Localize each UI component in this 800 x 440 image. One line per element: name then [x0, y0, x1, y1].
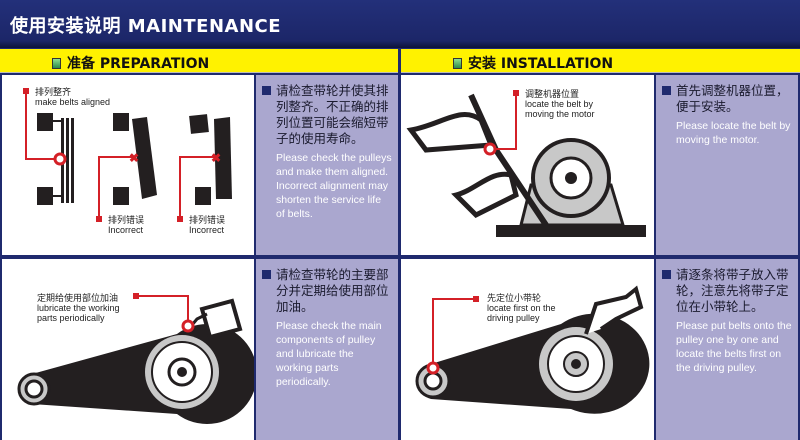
- installation-title: 安装 INSTALLATION: [468, 56, 614, 72]
- green-square-icon: [453, 57, 462, 69]
- preparation-title: 准备 PREPARATION: [67, 56, 210, 72]
- motor-positioning-drawing: [406, 90, 646, 237]
- lubrication-drawing: [17, 293, 254, 424]
- header-banner: 使用安装说明 MAINTENANCE: [0, 0, 800, 48]
- svg-text:✖: ✖: [211, 151, 221, 165]
- lubrication-instructions: 请检查带轮的主要部分并定期给使用部位加油。 Please check the m…: [256, 259, 398, 440]
- motor-instructions: 首先调整机器位置，便于安装。 Please locate the belt by…: [656, 75, 798, 255]
- green-square-icon: [52, 57, 61, 69]
- pulley-alignment-drawing: ✖ ✖: [23, 88, 232, 222]
- belt-installation-drawing: [415, 285, 650, 414]
- installation-header: 安装 INSTALLATION: [401, 49, 800, 73]
- svg-text:✖: ✖: [129, 151, 139, 165]
- alignment-instructions: 请检查带轮并使其排列整齐。不正确的排列位置可能会缩短带子的使用寿命。 Pleas…: [256, 75, 398, 255]
- preparation-header: 准备 PREPARATION: [0, 49, 398, 73]
- page-title: 使用安装说明 MAINTENANCE: [10, 16, 282, 37]
- belt-installation-instructions: 请逐条将带子放入带轮，注意先将带子定位在小带轮上。 Please put bel…: [656, 259, 798, 440]
